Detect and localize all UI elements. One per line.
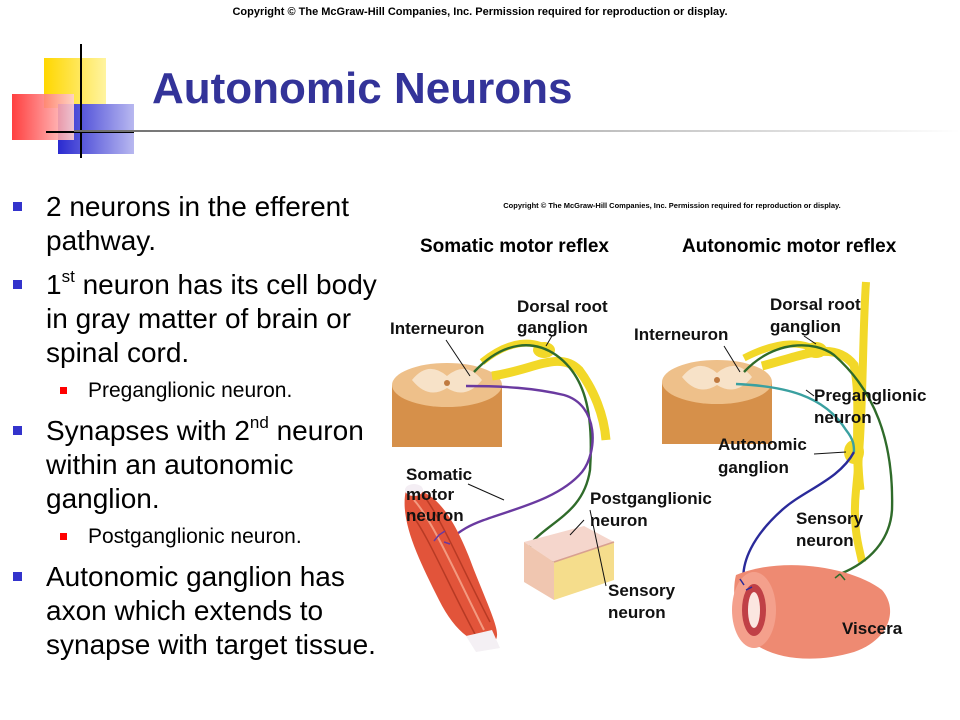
left-drg-body: [533, 342, 555, 358]
left-label-somatic-3: neuron: [406, 506, 464, 525]
bullet-item: 1st neuron has its cell body in gray mat…: [0, 268, 380, 370]
left-label-sensory-1: Sensory: [608, 581, 676, 600]
left-label-sensory-2: neuron: [608, 603, 666, 622]
left-panel-title: Somatic motor reflex: [420, 236, 609, 257]
right-sensory-axon: [743, 344, 894, 576]
sub-bullet-item: Postganglionic neuron.: [0, 524, 380, 550]
bullet-item: Synapses with 2nd neuron within an auton…: [0, 414, 380, 516]
left-label-drg-1: Dorsal root: [517, 297, 608, 316]
left-label-post-1: Postganglionic: [590, 489, 712, 508]
left-label-somatic-1: Somatic: [406, 465, 472, 484]
skeletal-muscle: [404, 484, 500, 652]
right-label-viscera: Viscera: [842, 619, 903, 638]
sub-bullet-marker: [60, 533, 67, 540]
bullet-marker: [13, 202, 22, 211]
right-label-auto-1: Autonomic: [718, 435, 807, 454]
right-label-sensory-1: Sensory: [796, 509, 864, 528]
bullet-marker: [13, 280, 22, 289]
reflex-diagram: Copyright © The McGraw-Hill Companies, I…: [390, 201, 926, 659]
preganglionic-axon: [735, 382, 856, 453]
left-label-somatic-2: motor: [406, 485, 455, 504]
right-label-auto-2: ganglion: [718, 458, 789, 477]
viscera-organ: [732, 565, 891, 659]
slide-title: Autonomic Neurons: [152, 64, 573, 113]
postganglionic-axon: [742, 451, 856, 586]
left-motor-axon: [442, 384, 594, 551]
figure-copyright: Copyright © The McGraw-Hill Companies, I…: [503, 201, 841, 210]
copyright-notice: Copyright © The McGraw-Hill Companies, I…: [232, 6, 728, 18]
bullet-item: Autonomic ganglion has axon which extend…: [0, 560, 380, 662]
left-label-drg-2: ganglion: [517, 318, 588, 337]
bullet-marker: [13, 426, 22, 435]
title-underline: [74, 130, 960, 132]
right-label-interneuron: Interneuron: [634, 325, 728, 344]
right-label-sensory-2: neuron: [796, 531, 854, 550]
bullet-item: 2 neurons in the efferent pathway.: [0, 190, 380, 258]
left-spinal-nerve: [491, 356, 611, 441]
slide-logo-decoration: [12, 44, 134, 158]
left-label-post-2: neuron: [590, 511, 648, 530]
right-label-pre-2: neuron: [814, 408, 872, 427]
sub-bullet-marker: [60, 387, 67, 394]
right-label-drg-1: Dorsal root: [770, 295, 861, 314]
bullet-list: 2 neurons in the efferent pathway. 1st n…: [0, 190, 380, 672]
bullet-marker: [13, 572, 22, 581]
skin-block: [524, 526, 615, 600]
right-panel-title: Autonomic motor reflex: [682, 236, 897, 257]
left-label-interneuron: Interneuron: [390, 319, 484, 338]
right-label-pre-1: Preganglionic: [814, 386, 926, 405]
left-spinal-cord: [392, 363, 502, 447]
sub-bullet-item: Preganglionic neuron.: [0, 378, 380, 404]
right-label-drg-2: ganglion: [770, 317, 841, 336]
right-spinal-cord: [662, 360, 772, 444]
